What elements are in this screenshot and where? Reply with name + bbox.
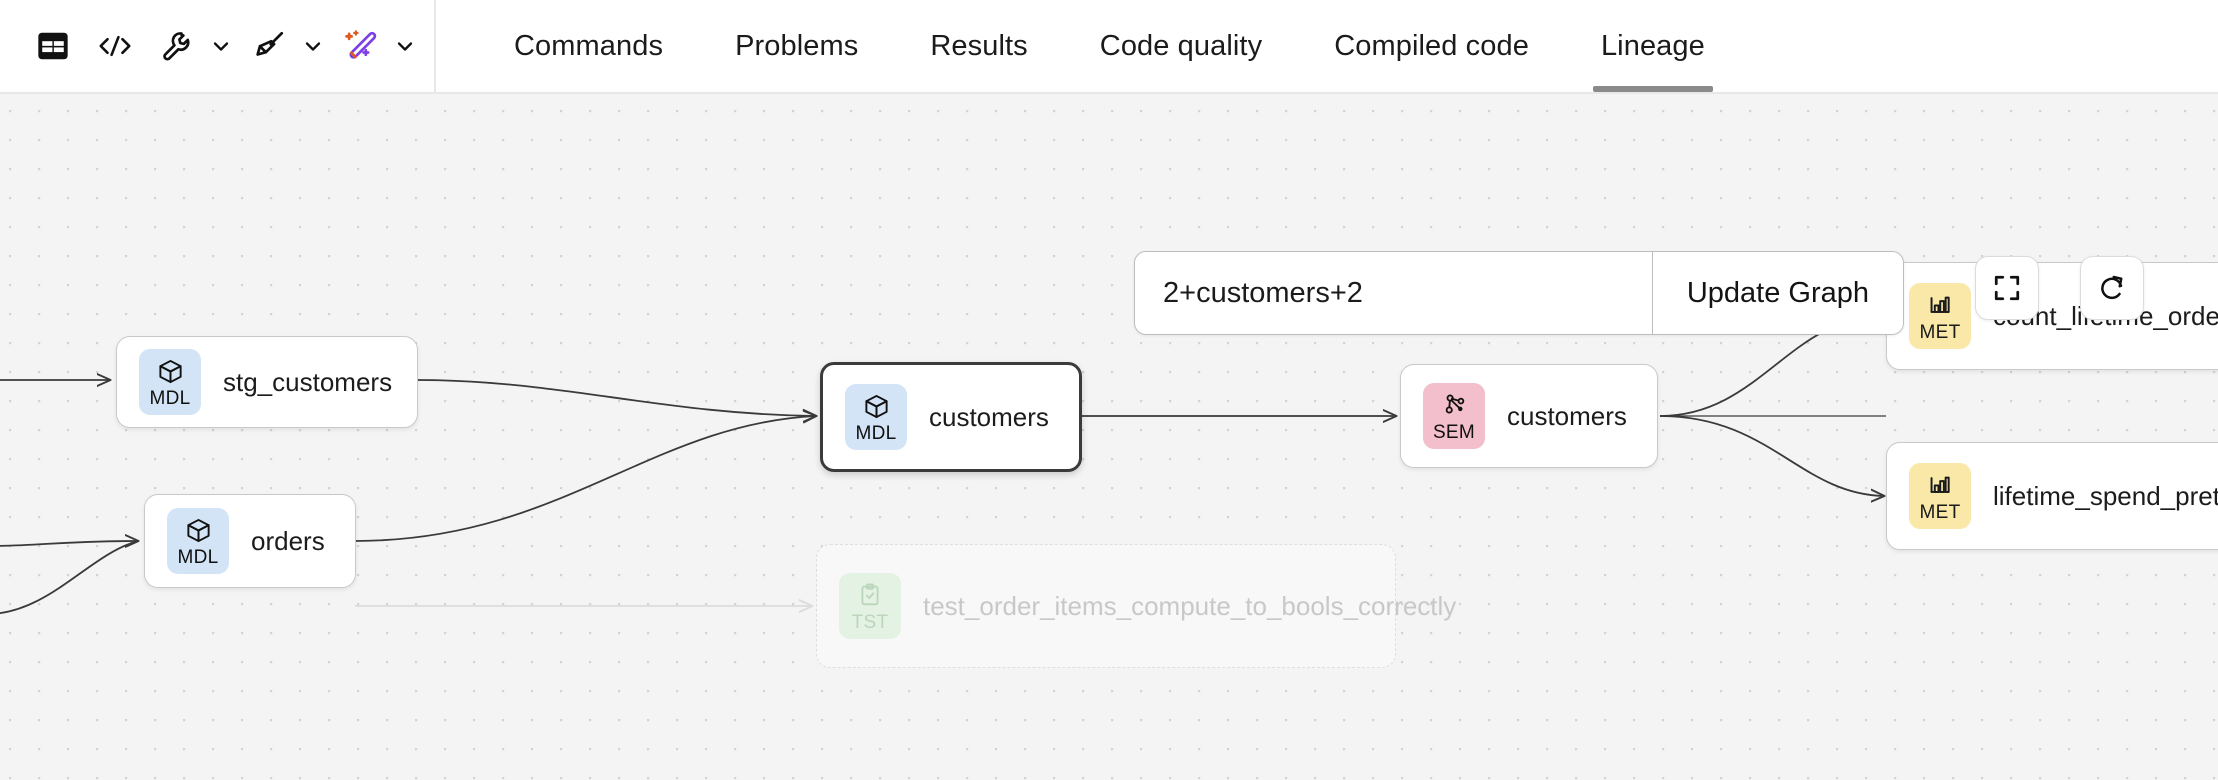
- node-type-badge-tst: TST: [839, 573, 901, 639]
- node-label: customers: [1507, 400, 1627, 431]
- badge-label: SEM: [1432, 422, 1476, 443]
- node-label: stg_customers: [223, 366, 393, 397]
- badge-label: MDL: [177, 547, 219, 568]
- magic-wand-icon[interactable]: [330, 15, 392, 77]
- node-label: test_order_items_compute_to_bools_correc…: [923, 590, 1457, 621]
- badge-label: MET: [1919, 322, 1961, 343]
- lineage-edges: [0, 94, 1886, 614]
- wrench-tool-group: [146, 15, 238, 77]
- tab-lineage[interactable]: Lineage: [1565, 0, 1741, 92]
- edge-in-orders-b: [0, 540, 139, 614]
- tab-problems[interactable]: Problems: [699, 0, 894, 92]
- node-type-badge-met: MET: [1909, 283, 1971, 349]
- badge-label: MDL: [149, 388, 191, 409]
- tab-label: Lineage: [1600, 29, 1705, 62]
- lineage-search-bar: Update Graph: [1134, 251, 1904, 335]
- lineage-node-lifetime-spend-pretax[interactable]: MET lifetime_spend_pretax: [1886, 442, 2218, 550]
- bar-chart-icon: [1927, 290, 1953, 320]
- semantic-graph-icon: [1441, 390, 1467, 420]
- node-type-badge-met: MET: [1909, 463, 1971, 529]
- fit-view-button[interactable]: [1975, 256, 2039, 320]
- cube-icon: [863, 391, 890, 421]
- wrench-icon[interactable]: [146, 15, 208, 77]
- edge-in-orders-a: [0, 541, 138, 546]
- lineage-search-input[interactable]: [1135, 252, 1652, 334]
- lineage-node-count-lifetime-orders[interactable]: MET count_lifetime_orders: [1886, 262, 2218, 370]
- bar-chart-icon: [1927, 470, 1953, 500]
- update-graph-button[interactable]: Update Graph: [1651, 252, 1903, 334]
- edge-stg-customers-to-customers: [416, 379, 816, 416]
- edge-sem-to-lifetime-spend-pretax: [1659, 415, 1884, 496]
- lineage-node-customers-model[interactable]: MDL customers: [820, 362, 1082, 472]
- editor-toolbar: Commands Problems Results Code quality C…: [0, 0, 2218, 94]
- lineage-node-stg-customers[interactable]: MDL stg_customers: [116, 336, 418, 428]
- code-view-icon[interactable]: [84, 15, 146, 77]
- tab-label: Results: [930, 29, 1028, 62]
- badge-label: MET: [1919, 502, 1961, 523]
- lineage-node-orders[interactable]: MDL orders: [144, 494, 356, 588]
- cube-icon: [185, 515, 212, 545]
- lineage-node-customers-semantic[interactable]: SEM customers: [1400, 364, 1658, 468]
- tab-compiled-code[interactable]: Compiled code: [1298, 0, 1565, 92]
- badge-label: TST: [851, 612, 889, 633]
- node-label: orders: [251, 525, 325, 556]
- node-type-badge-sem: SEM: [1423, 383, 1485, 449]
- tab-code-quality[interactable]: Code quality: [1064, 0, 1298, 92]
- tab-label: Commands: [514, 29, 664, 62]
- chevron-down-icon[interactable]: [296, 15, 330, 77]
- clipboard-check-icon: [857, 580, 883, 610]
- chevron-down-icon[interactable]: [204, 15, 238, 77]
- toolbar-icon-group: [0, 0, 436, 92]
- magic-wand-tool-group: [330, 15, 422, 77]
- node-type-badge-mdl: MDL: [167, 508, 229, 574]
- node-type-badge-mdl: MDL: [845, 384, 907, 450]
- broom-icon[interactable]: [238, 15, 300, 77]
- tab-results[interactable]: Results: [894, 0, 1063, 92]
- tab-commands[interactable]: Commands: [478, 0, 699, 92]
- table-view-icon[interactable]: [22, 15, 84, 77]
- badge-label: MDL: [855, 423, 897, 444]
- edge-orders-to-customers: [354, 416, 816, 542]
- lineage-node-test-order-items[interactable]: TST test_order_items_compute_to_bools_co…: [816, 544, 1457, 668]
- tab-label: Problems: [735, 29, 859, 62]
- tab-label: Compiled code: [1334, 29, 1529, 62]
- lineage-canvas[interactable]: MDL stg_customers MDL orders: [0, 94, 2218, 780]
- tab-active-underline: [1592, 86, 1713, 92]
- tab-label: Code quality: [1099, 29, 1263, 62]
- broom-tool-group: [238, 15, 330, 77]
- refresh-graph-button[interactable]: [2080, 256, 2144, 320]
- cube-icon: [157, 356, 184, 386]
- editor-tabs: Commands Problems Results Code quality C…: [436, 0, 1741, 92]
- chevron-down-icon[interactable]: [388, 15, 422, 77]
- node-label: customers: [929, 401, 1049, 432]
- node-label: lifetime_spend_pretax: [1993, 480, 2218, 511]
- node-type-badge-mdl: MDL: [139, 349, 201, 415]
